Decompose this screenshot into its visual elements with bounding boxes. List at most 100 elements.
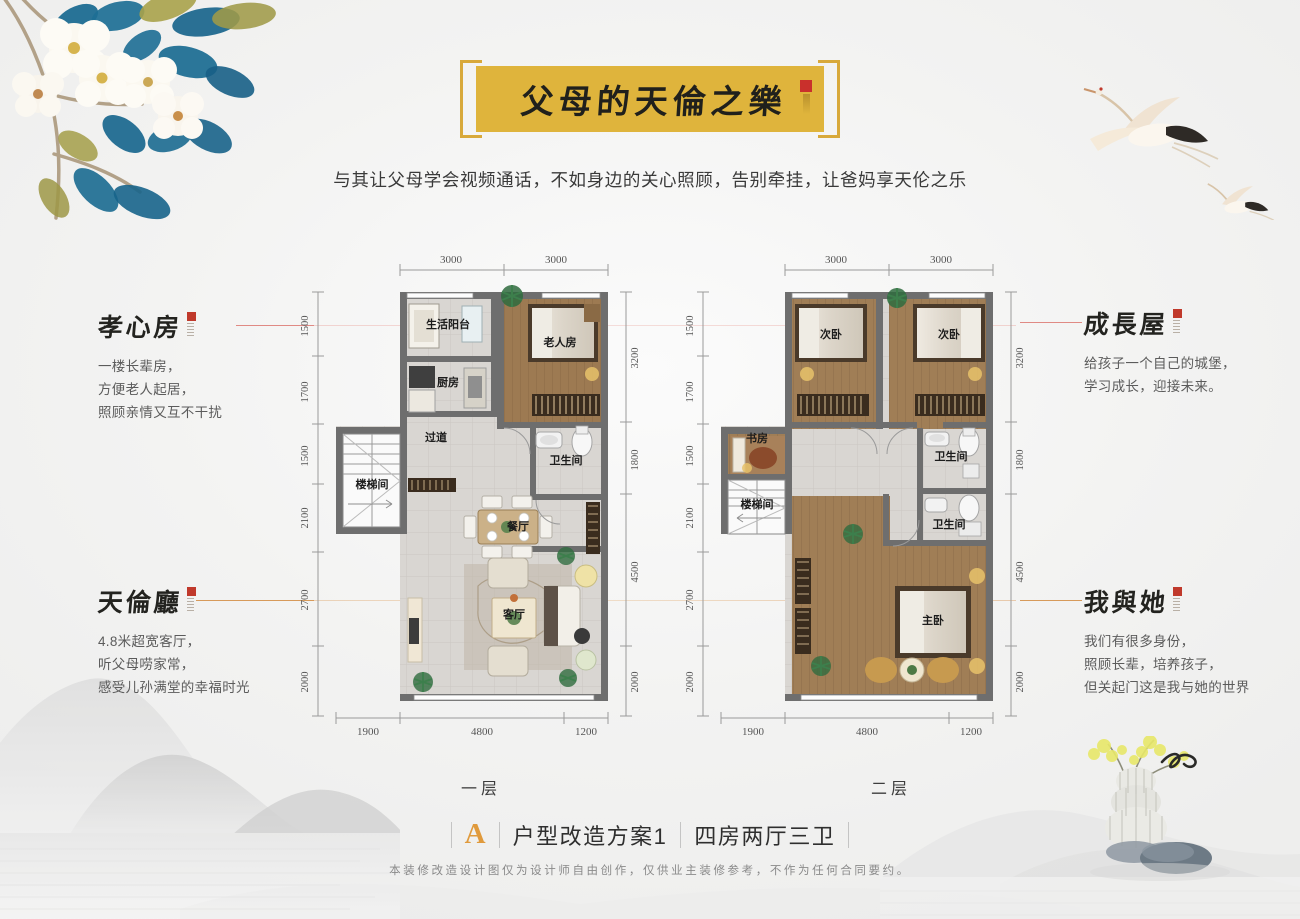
dim-right-4: 2000 (1015, 672, 1026, 693)
caption-divider (450, 821, 452, 848)
seal-stamp-icon (1173, 587, 1183, 611)
dim-left-4: 2100 (685, 508, 696, 529)
annotation-line: 但关起门这是我与她的世界 (1084, 680, 1250, 696)
room-label: 老人房 (543, 335, 577, 349)
dim-bottom-3: 1200 (960, 726, 983, 738)
dim-top-2: 3000 (545, 254, 568, 266)
dim-right-3: 4500 (1015, 562, 1026, 583)
annotation-line: 4.8米超宽客厅， (98, 634, 201, 649)
dim-top-2: 3000 (930, 254, 953, 266)
disclaimer-text: 本装修改造设计图仅为设计师自由创作，仅供业主装修参考，不作为任何合同要约。 (389, 865, 911, 877)
room-label: 过道 (425, 430, 447, 444)
seal-stamp-icon (187, 312, 197, 336)
annotation-line: 照顾长辈，培养孩子， (1084, 657, 1222, 673)
room-label: 厨房 (437, 375, 459, 389)
room-label: 餐厅 (506, 519, 529, 533)
annotation-title: 孝心房 (96, 315, 183, 342)
room-label: 主卧 (922, 613, 944, 627)
dim-left-6: 2000 (685, 672, 696, 693)
room-label: 书房 (746, 431, 768, 445)
room-label: 客厅 (502, 607, 525, 621)
frame-tick-bottom-right (818, 135, 840, 138)
annotation-chengzhang: 成長屋 给孩子一个自己的城堡， 学习成长，迎接未来。 (1083, 305, 1299, 398)
room-label: 卫生间 (933, 517, 966, 531)
room-label: 卫生间 (550, 453, 583, 467)
annotation-line: 我们有很多身份， (1084, 634, 1195, 649)
annotation-xiaoxin: 孝心房 一楼长辈房， 方便老人起居， 照顾亲情又互不干扰 (96, 308, 313, 425)
frame-tick-bottom-left (460, 135, 482, 138)
flying-cranes-decoration (1083, 87, 1275, 220)
dim-right-4: 2000 (630, 672, 641, 693)
room-label: 次卧 (938, 327, 960, 341)
annotation-line: 一楼长辈房， (98, 359, 181, 374)
annotation-head: 成長屋 (1083, 305, 1299, 341)
ink-mist-middle (180, 883, 1080, 919)
dim-bottom-2: 4800 (856, 726, 879, 738)
dim-left-5: 2700 (685, 590, 696, 611)
annotation-head: 天倫廳 (96, 583, 313, 619)
poster-subtitle: 与其让父母学会视频通话，不如身边的关心照顾，告别牵挂，让爸妈享天伦之乐 (333, 170, 967, 190)
dim-left-3: 1500 (685, 446, 696, 467)
annotation-description: 我们有很多身份， 照顾长辈，培养孩子， 但关起门这是我与她的世界 (1084, 630, 1299, 700)
caption-divider (680, 821, 682, 848)
annotation-description: 4.8米超宽客厅， 听父母唠家常， 感受儿孙满堂的幸福时光 (98, 630, 313, 700)
annotation-tianlun: 天倫廳 4.8米超宽客厅， 听父母唠家常， 感受儿孙满堂的幸福时光 (96, 583, 313, 700)
plan-letter: A (464, 818, 486, 850)
title-banner: 父母的天倫之樂 (0, 60, 1300, 138)
plum-blossom-branch-decoration (3, 0, 276, 220)
leader-line-woyuta (1020, 600, 1082, 601)
dim-left-1: 1500 (685, 316, 696, 337)
dim-left-2: 1700 (685, 382, 696, 403)
dim-bottom-1: 1900 (357, 726, 380, 738)
annotation-line: 方便老人起居， (98, 382, 195, 398)
dim-top-1: 3000 (825, 254, 848, 266)
annotation-line: 照顾亲情又互不干扰 (98, 405, 223, 421)
frame-tick-top-left (460, 60, 482, 63)
annotation-line: 学习成长，迎接未来。 (1084, 379, 1222, 395)
annotation-line: 给孩子一个自己的城堡， (1084, 356, 1236, 371)
banner-plate: 父母的天倫之樂 (476, 66, 824, 132)
dim-left-3: 1500 (300, 446, 311, 467)
plan-name: 户型改造方案1 (512, 823, 668, 849)
bottom-caption: A 户型改造方案1 四房两厅三卫 (0, 818, 1300, 851)
leader-line-xiaoxin (236, 325, 314, 326)
leader-line-tianlun (196, 600, 314, 601)
floorplan-second-floor: 3000 3000 1500 1700 1500 2100 2700 2000 (681, 246, 1031, 746)
room-spec: 四房两厅三卫 (694, 823, 836, 849)
caption-divider (498, 821, 500, 848)
annotation-head: 孝心房 (96, 308, 313, 344)
room-label: 次卧 (820, 327, 842, 341)
floor-label-first: 一层 (460, 781, 501, 798)
dim-bottom-3: 1200 (575, 726, 598, 738)
floor-label-second: 二层 (870, 781, 911, 798)
annotation-title: 我與她 (1082, 590, 1169, 617)
annotation-title: 天倫廳 (96, 590, 183, 617)
red-seal-icon (800, 80, 812, 92)
vase-with-flowers-decoration (1088, 736, 1230, 881)
dim-right-2: 1800 (630, 450, 641, 471)
poster-title: 父母的天倫之樂 (519, 85, 788, 121)
seal-stamp-icon (1173, 309, 1183, 333)
banner-frame: 父母的天倫之樂 (460, 60, 840, 138)
seal-stamp-icon (187, 587, 197, 611)
dim-bottom-1: 1900 (742, 726, 765, 738)
annotation-woyuta: 我與她 我们有很多身份， 照顾长辈，培养孩子， 但关起门这是我与她的世界 (1082, 583, 1299, 700)
leader-line-chengzhang (1020, 322, 1082, 323)
dim-right-3: 4500 (630, 562, 641, 583)
caption-divider (848, 821, 850, 848)
annotation-head: 我與她 (1082, 583, 1299, 619)
room-label: 生活阳台 (426, 317, 470, 331)
dim-bottom-2: 4800 (471, 726, 494, 738)
floorplan-first-floor: 3000 3000 1500 1700 1500 2100 2700 2000 (296, 246, 646, 746)
dim-left-6: 2000 (300, 672, 311, 693)
annotation-line: 听父母唠家常， (98, 657, 195, 673)
room-label: 卫生间 (935, 449, 968, 463)
frame-tick-top-right (818, 60, 840, 63)
annotation-description: 一楼长辈房， 方便老人起居， 照顾亲情又互不干扰 (98, 355, 313, 425)
dim-top-1: 3000 (440, 254, 463, 266)
dim-left-2: 1700 (300, 382, 311, 403)
dim-left-5: 2700 (300, 590, 311, 611)
seal-tail-decoration (803, 94, 810, 114)
frame-bar-right (837, 60, 840, 138)
